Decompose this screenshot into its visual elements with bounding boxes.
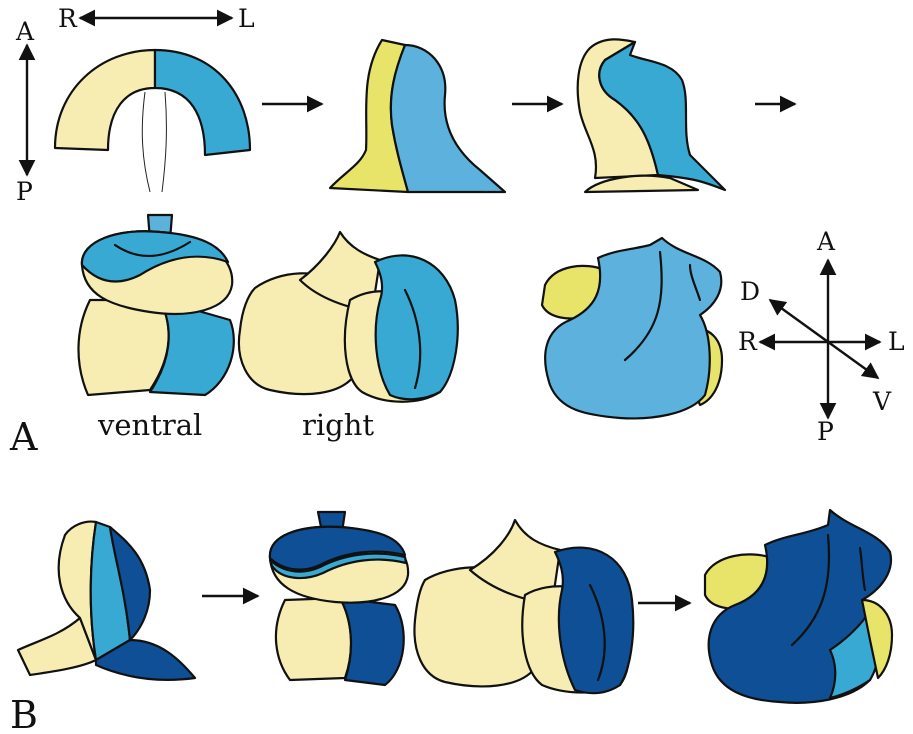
b2-lower-yellow bbox=[276, 598, 351, 680]
axis-cross-3d: A P R L D V bbox=[738, 227, 905, 446]
axis-label-p: P bbox=[16, 177, 33, 206]
ventral-lower-yellow bbox=[78, 300, 168, 395]
axis-label-a: A bbox=[15, 17, 35, 46]
ventral-view-heart bbox=[78, 215, 233, 395]
arch-right-half bbox=[55, 50, 155, 150]
b3-dark-wrap bbox=[555, 548, 633, 694]
b-stage-3 bbox=[414, 520, 633, 693]
heart-tube-arch bbox=[55, 50, 250, 192]
a-final-blue-body bbox=[545, 238, 721, 418]
panel-letter-b: B bbox=[10, 693, 38, 734]
looping-stage-2 bbox=[330, 40, 505, 192]
right-view-label: right bbox=[302, 408, 374, 442]
axis-label-l: L bbox=[238, 4, 255, 33]
axis3d-label-d: D bbox=[740, 277, 760, 306]
right-view-heart bbox=[239, 232, 458, 402]
ventral-view-label: ventral bbox=[97, 408, 202, 442]
axis3d-label-r: R bbox=[738, 327, 758, 356]
arch-strand-1 bbox=[142, 92, 150, 192]
b-final-heart bbox=[705, 510, 892, 703]
axis3d-label-a: A bbox=[816, 227, 836, 256]
right-blue-wrap bbox=[375, 255, 458, 399]
looping-stage-3 bbox=[578, 39, 725, 192]
axis3d-label-p: P bbox=[817, 417, 834, 446]
axis-label-r: R bbox=[58, 4, 78, 33]
axis3d-label-v: V bbox=[872, 387, 892, 416]
b-stage-1 bbox=[18, 522, 195, 680]
stage2-left-region bbox=[391, 45, 505, 192]
looped-heart-a bbox=[542, 238, 722, 418]
b-stage-2 bbox=[270, 512, 408, 685]
arch-left-half bbox=[155, 50, 250, 155]
panel-letter-a: A bbox=[9, 415, 38, 459]
arch-strand-2 bbox=[162, 92, 166, 192]
axis3d-label-l: L bbox=[888, 327, 905, 356]
dv-axis-arrow-3d bbox=[770, 300, 878, 378]
